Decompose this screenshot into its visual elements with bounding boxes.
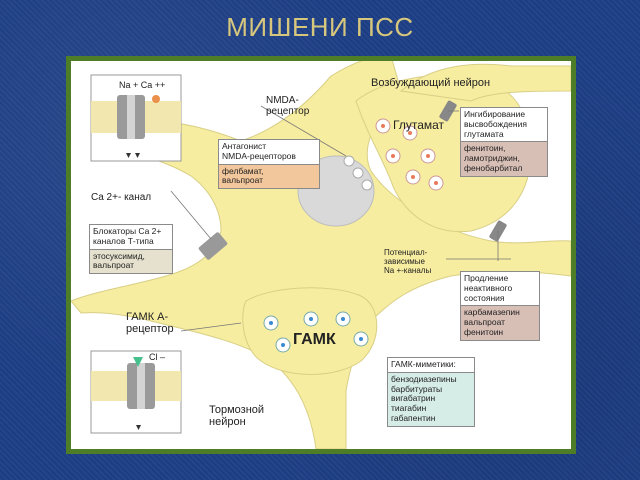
gaba-terminal <box>242 287 378 375</box>
inactivation-box: Продление неактивного состояния карбамаз… <box>460 271 540 341</box>
gaba-label: ГАМК <box>293 331 336 348</box>
nmda-antagonist-heading: Антагонист NMDA-рецепторов <box>222 141 296 161</box>
excitatory-neuron-label: Возбуждающий нейрон <box>371 77 491 89</box>
excitatory-axon <box>399 63 571 102</box>
nmda-receptor-site <box>352 167 364 179</box>
nmda-antagonist-box: Антагонист NMDA-рецепторов фелбамат, вал… <box>218 139 320 190</box>
ca-channel-icon <box>198 232 228 260</box>
ca-blockers-drugs: этосуксимид, вальпроат <box>90 248 172 274</box>
ca-channel-label: Ca 2+- канал <box>91 192 152 203</box>
ca-blockers-heading: Блокаторы Ca 2+ каналов Т-типа <box>93 226 162 246</box>
na-ca-ions-label: Na + Ca ++ <box>119 80 166 90</box>
gaba-mimetics-heading: ГАМК-миметики: <box>391 359 456 369</box>
nmda-receptor-site <box>361 179 373 191</box>
nmda-antagonist-drugs: фелбамат, вальпроат <box>219 163 319 189</box>
connector-lines <box>170 105 511 332</box>
inactivation-heading: Продление неактивного состояния <box>464 273 513 303</box>
excitatory-neuron-body <box>71 61 571 449</box>
gaba-vesicles <box>263 311 369 353</box>
glutamate-release-heading: Ингибирование высвобождения глутамата <box>464 109 527 139</box>
inhibitory-neuron-label: Тормозной нейрон <box>209 404 265 429</box>
gaba-mimetics-drugs: бензодиазепины барбитураты вигабатрин ти… <box>388 371 474 426</box>
cl-ion-label: Cl – <box>149 352 166 362</box>
ca-blockers-box: Блокаторы Ca 2+ каналов Т-типа этосуксим… <box>89 224 173 275</box>
glutamate-label: Глутамат <box>393 118 445 132</box>
slide-title: МИШЕНИ ПСС <box>226 12 414 42</box>
gaba-receptor-label: ГАМК А- рецептор <box>126 311 174 336</box>
inactivation-drugs: карбамазепин вальпроат фенитоин <box>461 305 539 340</box>
glutamate-vesicles <box>375 118 444 191</box>
na-ca-channel-inset <box>90 74 182 162</box>
glutamate-release-drugs: фенитоин, ламотриджин, фенобарбитал <box>461 141 547 176</box>
nmda-receptor-site <box>343 155 355 167</box>
voltage-gated-label: Потенциал- зависимые Na +-каналы <box>384 248 432 275</box>
cl-channel-inset <box>90 350 182 434</box>
diagram-panel: Na + Ca ++ Возбуждающий нейрон NMDA- рец… <box>71 61 571 449</box>
glutamate-release-box: Ингибирование высвобождения глутамата фе… <box>460 107 548 177</box>
gaba-mimetics-box: ГАМК-миметики: бензодиазепины барбитурат… <box>387 357 475 427</box>
nmda-receptor-label: NMDA- рецептор <box>266 95 310 117</box>
